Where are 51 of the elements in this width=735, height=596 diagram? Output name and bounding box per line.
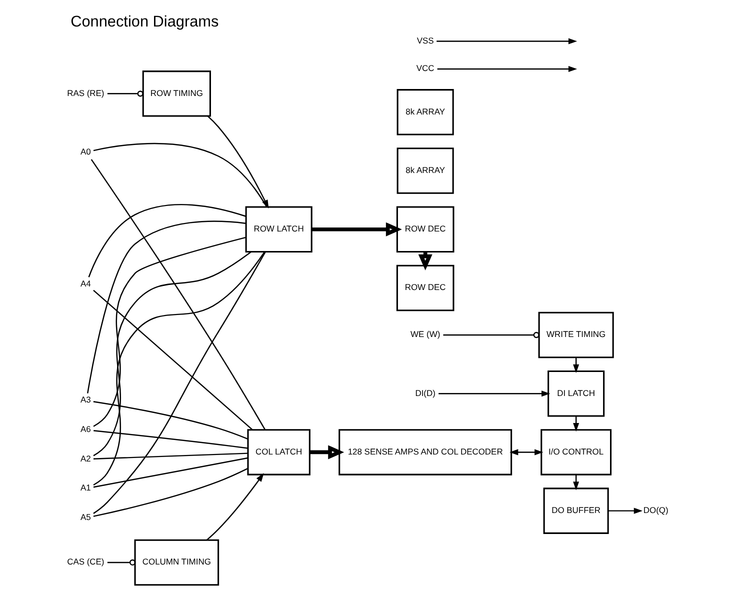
arrow xyxy=(437,66,578,72)
node-text: A1 xyxy=(80,482,91,493)
node-text: A5 xyxy=(80,512,91,522)
node-text: WE (W) xyxy=(410,329,440,340)
arrow xyxy=(510,449,544,456)
connector xyxy=(93,142,268,208)
node-text: DI(D) xyxy=(415,388,436,398)
arrow xyxy=(608,508,643,514)
node-box: DO BUFFER xyxy=(543,488,609,534)
node-text: RAS (RE) xyxy=(67,88,104,98)
node-box: DI LATCH xyxy=(548,370,605,417)
node-box: ROW TIMING xyxy=(142,70,211,117)
node-box: COLUMN TIMING xyxy=(134,539,220,586)
node-text: A4 xyxy=(80,278,91,288)
arrow xyxy=(312,222,402,236)
node-box: COL LATCH xyxy=(247,429,310,476)
node-box: ROW DEC xyxy=(396,206,454,252)
connector xyxy=(93,468,248,517)
connector xyxy=(93,251,252,456)
connector xyxy=(93,236,246,427)
node-text: CAS (CE) xyxy=(67,556,104,567)
node-text: A6 xyxy=(80,424,91,434)
connector xyxy=(443,332,540,338)
connector xyxy=(93,400,248,440)
node-box: 8k ARRAY xyxy=(396,148,454,194)
arrow xyxy=(206,473,264,541)
node-text: A2 xyxy=(80,453,91,464)
node-text: DO(Q) xyxy=(643,504,668,515)
connector xyxy=(87,220,246,394)
connector xyxy=(107,559,136,566)
diagram-title: Connection Diagrams xyxy=(70,14,219,31)
arrow xyxy=(436,38,578,44)
connector xyxy=(107,90,144,97)
connector xyxy=(94,430,248,449)
node-box: ROW LATCH xyxy=(245,206,312,252)
node-box: ROW DEC xyxy=(396,264,454,312)
node-box: 128 SENSE AMPS AND COL DECODER xyxy=(338,429,512,476)
connector xyxy=(90,159,266,430)
node-text: VCC xyxy=(416,63,434,74)
connector xyxy=(93,457,248,488)
arrow xyxy=(310,445,344,460)
connector xyxy=(88,204,246,278)
arrow xyxy=(438,390,550,397)
connector xyxy=(93,452,248,460)
node-box: 8k ARRAY xyxy=(396,89,454,136)
node-text: VSS xyxy=(416,35,434,46)
node-text: A3 xyxy=(80,394,91,405)
node-box: WRITE TIMING xyxy=(538,312,614,358)
node-text: A0 xyxy=(80,146,91,156)
connector xyxy=(93,290,253,430)
node-box: I/O CONTROL xyxy=(540,429,612,476)
